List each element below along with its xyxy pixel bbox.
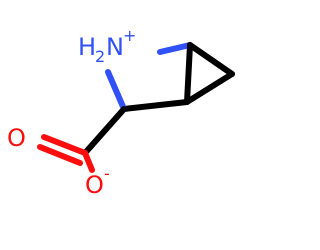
- atom-label-nitrogen: N: [106, 33, 124, 61]
- bond-ring-bottom-to-top: [184, 42, 193, 105]
- atom-label-hydrogen-count: 2: [95, 47, 105, 66]
- bond-ring-top-to-right: [187, 42, 235, 77]
- atom-label-oxygen-anion: O: [85, 171, 104, 199]
- bond-c-alpha-to-c-carboxyl: [82, 106, 127, 156]
- bonds: [37, 42, 235, 173]
- bond-c-alpha-to-n: [105, 69, 127, 112]
- bond-ring-right-to-bottom: [184, 71, 235, 105]
- bond-carbonyl-line-2: [37, 144, 83, 166]
- bond-c-bottom-to-c-alpha: [121, 99, 190, 112]
- atom-charge-oxygen-anion: -: [104, 164, 110, 183]
- bond-n-to-c-top: [157, 42, 193, 55]
- atom-label-hydrogen: H: [78, 33, 96, 61]
- atom-label-oxygen-carbonyl: O: [7, 124, 26, 152]
- atom-charge-nitrogen: +: [123, 26, 136, 45]
- bond-carbonyl-line-1: [41, 134, 88, 156]
- atom-labels: H 2 N + O O -: [7, 26, 136, 199]
- molecule-structure: H 2 N + O O -: [7, 26, 235, 199]
- bond-carboxyl-to-o-anion: [82, 150, 95, 173]
